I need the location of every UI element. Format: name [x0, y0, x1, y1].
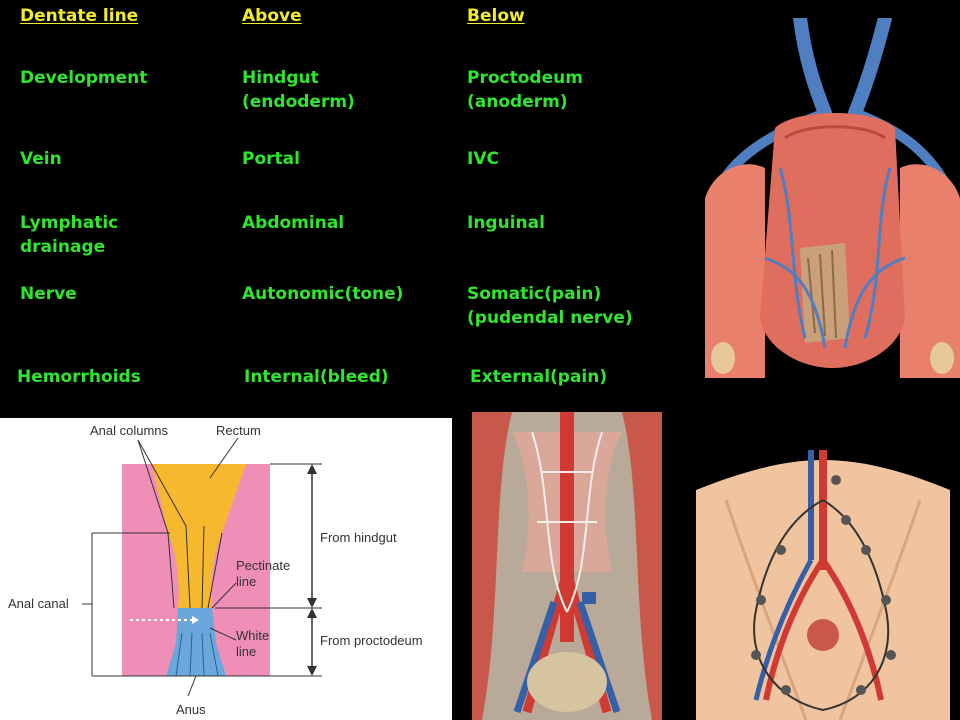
row-vein-label: Vein: [20, 149, 62, 169]
row-vein-above: Portal: [242, 149, 300, 169]
row-vein-below: IVC: [467, 149, 499, 169]
label-pectinate-line: line: [236, 574, 256, 589]
label-from-hindgut: From hindgut: [320, 530, 397, 545]
header-below: Below: [467, 6, 525, 26]
row-lymphatic-label: Lymphatic drainage: [20, 213, 119, 257]
label-rectum: Rectum: [216, 423, 261, 438]
proctodeum-region: [166, 608, 226, 676]
label-white: White: [236, 628, 269, 643]
row-lymphatic-above: Abdominal: [242, 213, 345, 233]
inguinal-lymphatics-illustration: [686, 440, 960, 720]
label-pectinate: Pectinate: [236, 558, 290, 573]
hindgut-region: [152, 464, 246, 608]
row-hemorrhoids-above: Internal(bleed): [244, 367, 389, 387]
anal-canal-embryology-diagram: Anal columns Rectum From hindgut Pectina…: [0, 418, 452, 720]
label-anal-canal: Anal canal: [8, 596, 69, 611]
label-anal-columns: Anal columns: [90, 423, 169, 438]
pelvic-nerves-illustration: [472, 412, 662, 720]
row-nerve-above: Autonomic(tone): [242, 284, 404, 304]
row-nerve-below: Somatic(pain) (pudendal nerve): [467, 284, 633, 328]
rectum-veins-illustration: [705, 18, 960, 388]
header-dentate-line: Dentate line: [20, 6, 139, 26]
row-lymphatic-below: Inguinal: [467, 213, 545, 233]
label-anus: Anus: [176, 702, 206, 717]
row-hemorrhoids-label: Hemorrhoids: [17, 367, 141, 387]
header-above: Above: [242, 6, 302, 26]
row-development-label: Development: [20, 68, 148, 88]
label-white-line: line: [236, 644, 256, 659]
row-development-above: Hindgut (endoderm): [242, 68, 355, 112]
label-from-proctodeum: From proctodeum: [320, 633, 423, 648]
row-nerve-label: Nerve: [20, 284, 77, 304]
row-development-below: Proctodeum (anoderm): [467, 68, 583, 112]
row-hemorrhoids-below: External(pain): [470, 367, 608, 387]
